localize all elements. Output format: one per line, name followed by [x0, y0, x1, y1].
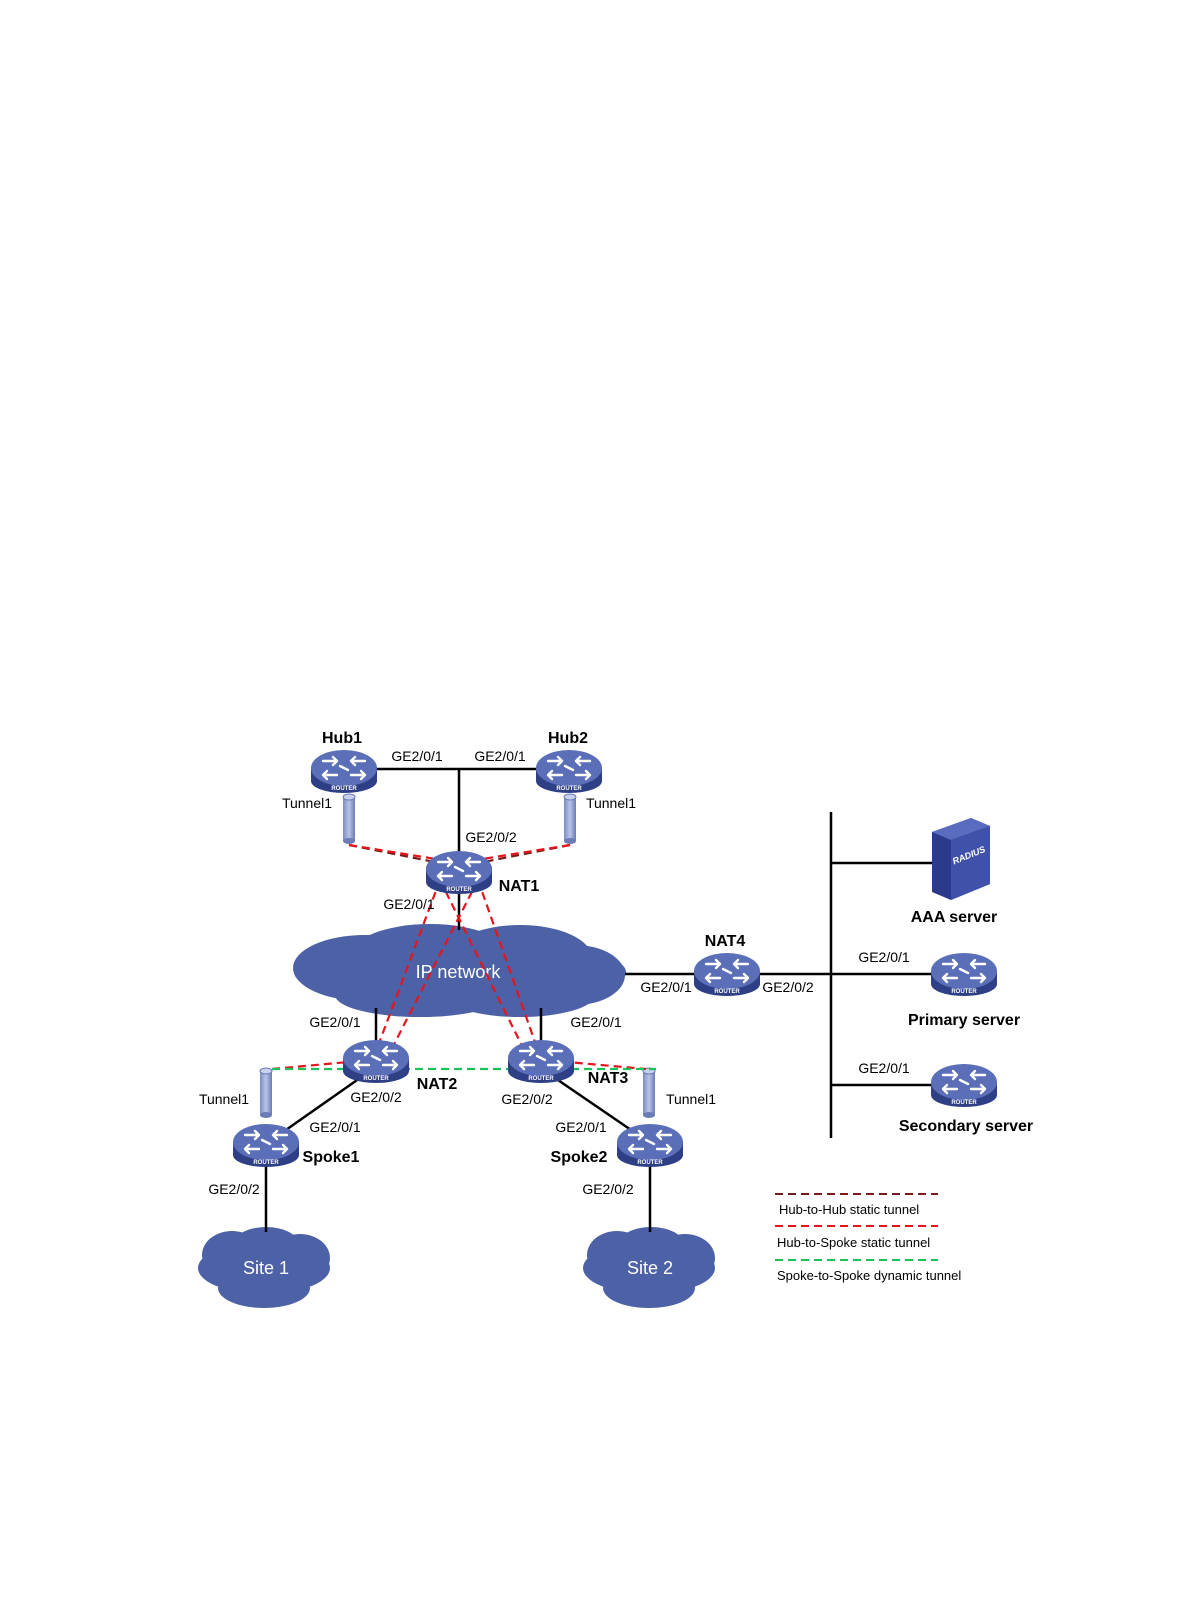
- nat1-ge202-label: GE2/0/2: [465, 829, 517, 845]
- nat4-label: NAT4: [705, 933, 746, 950]
- link-nat2-spoke1: [282, 1076, 361, 1134]
- spoke1-tunnel-icon: [259, 1067, 273, 1119]
- spoke1-ge201-label: GE2/0/1: [309, 1119, 361, 1135]
- nat2-ge202-label: GE2/0/2: [350, 1089, 402, 1105]
- nat1-ge201-label: GE2/0/1: [383, 896, 435, 912]
- hub1-tunnel-label: Tunnel1: [282, 795, 332, 811]
- nat3-label: NAT3: [588, 1070, 629, 1087]
- site1-label: Site 1: [243, 1258, 289, 1278]
- spoke1-tunnel-label: Tunnel1: [199, 1091, 249, 1107]
- hub-spoke-tunnel-nat1-nat3-b: [476, 879, 544, 1063]
- ip-network-label: IP network: [416, 962, 502, 982]
- hub1-label: Hub1: [322, 730, 362, 747]
- nat2-label: NAT2: [417, 1076, 458, 1093]
- hub1-tunnel-icon: [342, 793, 356, 845]
- legend-spoke-to-spoke-label: Spoke-to-Spoke dynamic tunnel: [777, 1268, 961, 1283]
- hub1-ge201-label: GE2/0/1: [391, 748, 443, 764]
- hub2-label: Hub2: [548, 730, 588, 747]
- spoke2-ge201-label: GE2/0/1: [555, 1119, 607, 1135]
- spoke1-label: Spoke1: [303, 1149, 360, 1166]
- router-badge: ROUTER: [331, 786, 357, 792]
- hub2-tunnel-icon: [563, 793, 577, 845]
- router-badge: ROUTER: [637, 1160, 663, 1166]
- router-badge: ROUTER: [951, 989, 977, 995]
- nat1-label: NAT1: [499, 878, 540, 895]
- hub-spoke-tunnel-nat1-nat2-b: [384, 879, 479, 1063]
- radius-server-icon: RADIUS: [932, 818, 990, 900]
- hub-spoke-tunnel-nat1-nat2-a: [370, 879, 442, 1063]
- router-badge: ROUTER: [528, 1076, 554, 1082]
- nat4-ge201-label: GE2/0/1: [640, 979, 692, 995]
- hub2-ge201-label: GE2/0/1: [474, 748, 526, 764]
- secondary-server-label: Secondary server: [899, 1118, 1033, 1135]
- spoke2-tunnel-icon: [642, 1067, 656, 1119]
- site1-cloud: [198, 1227, 330, 1308]
- primary-ge201-label: GE2/0/1: [858, 949, 910, 965]
- router-badge: ROUTER: [951, 1100, 977, 1106]
- spoke2-label: Spoke2: [551, 1149, 608, 1166]
- nat2-ge201-label: GE2/0/1: [309, 1014, 361, 1030]
- legend-hub-to-hub-label: Hub-to-Hub static tunnel: [779, 1202, 919, 1217]
- hub-spoke-tunnel-nat1-nat3-a: [439, 879, 531, 1063]
- nat3-ge202-label: GE2/0/2: [501, 1091, 553, 1107]
- router-badge: ROUTER: [363, 1076, 389, 1082]
- legend-hub-to-spoke-label: Hub-to-Spoke static tunnel: [777, 1235, 930, 1250]
- site2-cloud: [583, 1227, 715, 1308]
- router-badge: ROUTER: [556, 786, 582, 792]
- physical-links: [264, 767, 933, 1232]
- aaa-server-label: AAA server: [911, 909, 998, 926]
- legend: Hub-to-Hub static tunnel Hub-to-Spoke st…: [775, 1193, 961, 1283]
- ip-network-cloud: [293, 924, 626, 1017]
- hub-spoke-tunnel-spoke1: [271, 1056, 393, 1071]
- spoke2-tunnel-label: Tunnel1: [666, 1091, 716, 1107]
- link-nat3-spoke2: [554, 1076, 635, 1134]
- router-badge: ROUTER: [253, 1160, 279, 1166]
- nat3-ge201-label: GE2/0/1: [570, 1014, 622, 1030]
- primary-server-label: Primary server: [908, 1012, 1020, 1029]
- spoke2-ge202-label: GE2/0/2: [582, 1181, 634, 1197]
- site2-label: Site 2: [627, 1258, 673, 1278]
- secondary-ge201-label: GE2/0/1: [858, 1060, 910, 1076]
- router-badge: ROUTER: [714, 989, 740, 995]
- router-badge: ROUTER: [446, 887, 472, 893]
- nat4-ge202-label: GE2/0/2: [762, 979, 814, 995]
- hub2-tunnel-label: Tunnel1: [586, 795, 636, 811]
- spoke1-ge202-label: GE2/0/2: [208, 1181, 260, 1197]
